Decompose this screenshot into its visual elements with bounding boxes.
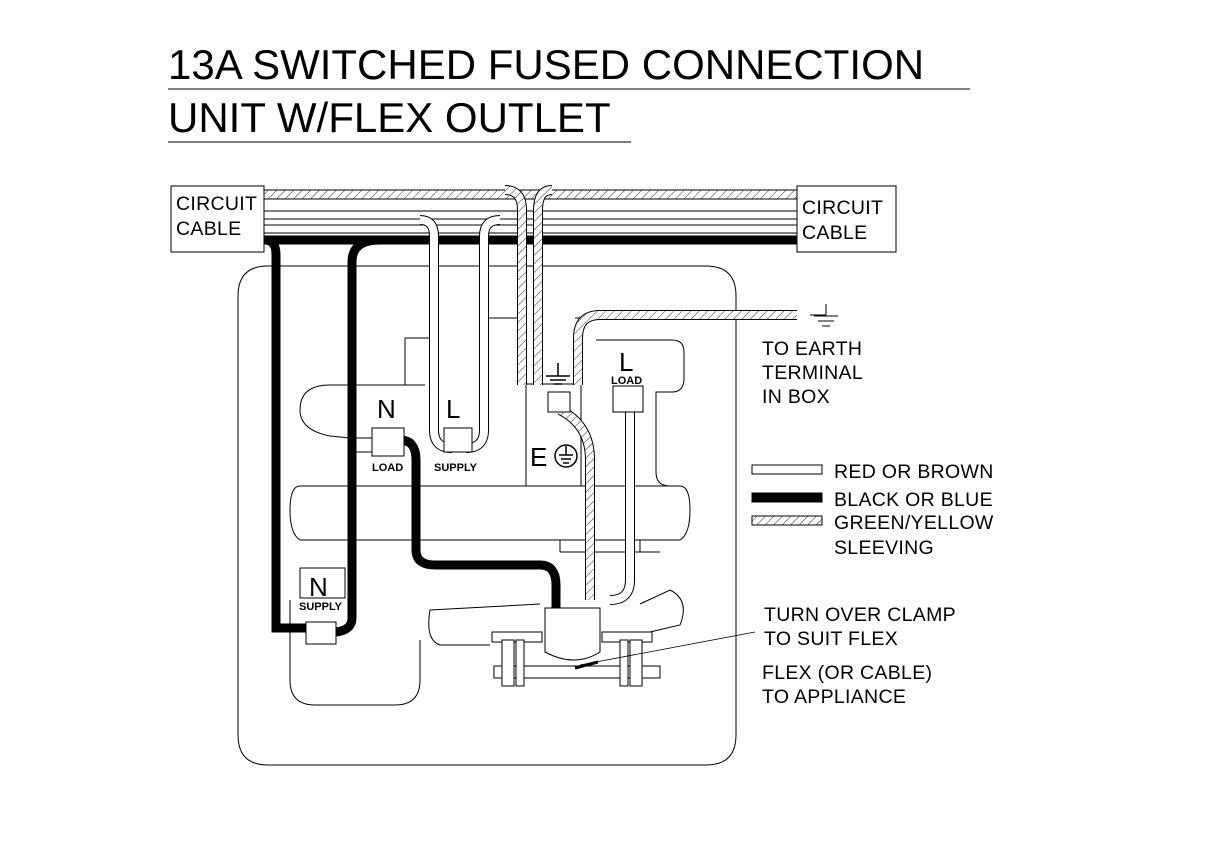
flex-line-1: FLEX (OR CABLE) (762, 662, 932, 684)
terminal-l-load: L LOAD (611, 347, 644, 413)
terminal-l-load-letter: L (619, 347, 633, 377)
terminal-l-supply-sub: SUPPLY (434, 462, 478, 474)
circuit-cable-left: CIRCUIT CABLE (170, 185, 265, 253)
back-box (237, 265, 737, 766)
neutral-wires (264, 235, 561, 637)
legend-black-or-blue-label: BLACK OR BLUE (834, 489, 993, 511)
circuit-cable-right-line-1: CIRCUIT (802, 197, 883, 219)
legend-green-yellow-label-2: SLEEVING (834, 537, 934, 559)
circuit-cable-right: CIRCUIT CABLE (796, 185, 897, 253)
terminal-earth: E (530, 363, 578, 472)
live-wires (419, 215, 635, 605)
legend-green-yellow-label-1: GREEN/YELLOW (834, 512, 994, 534)
earth-symbol-icon (546, 363, 570, 385)
flex-label: FLEX (OR CABLE) TO APPLIANCE (762, 662, 932, 708)
terminal-n-supply: N SUPPLY (299, 572, 343, 645)
clamp-line-2: TO SUIT FLEX (764, 628, 898, 650)
diagram-title: 13A SWITCHED FUSED CONNECTION UNIT W/FLE… (168, 41, 970, 143)
terminal-n-supply-sub: SUPPLY (299, 601, 343, 613)
circuit-cable-conductors (263, 189, 798, 245)
flex-clamp (491, 607, 661, 687)
circuit-cable-left-line-2: CABLE (176, 218, 241, 240)
flex-line-2: TO APPLIANCE (762, 686, 906, 708)
legend-green-yellow: GREEN/YELLOW SLEEVING (751, 512, 994, 559)
circuit-cable-right-line-2: CABLE (802, 222, 867, 244)
title-line-1: 13A SWITCHED FUSED CONNECTION (168, 41, 924, 88)
to-earth-label: TO EARTH TERMINAL IN BOX (762, 338, 863, 408)
legend-red-or-brown-label: RED OR BROWN (834, 461, 994, 483)
earth-ground-icon (810, 304, 838, 327)
terminal-earth-letter: E (530, 442, 547, 472)
to-earth-line-3: IN BOX (762, 386, 830, 408)
title-line-2: UNIT W/FLEX OUTLET (168, 94, 611, 141)
terminal-n-load: N LOAD (371, 394, 405, 474)
terminal-n-load-sub: LOAD (372, 462, 403, 474)
earth-sleeving (504, 185, 797, 600)
legend: RED OR BROWN BLACK OR BLUE GREEN/YELLOW … (751, 461, 994, 559)
protective-earth-icon (554, 444, 578, 468)
terminal-l-supply: L SUPPLY (434, 394, 478, 474)
terminal-n-load-letter: N (377, 394, 396, 424)
to-earth-line-1: TO EARTH (762, 338, 862, 360)
clamp-label: TURN OVER CLAMP TO SUIT FLEX (579, 604, 956, 666)
terminal-l-supply-letter: L (446, 394, 460, 424)
unit-body-outlines (289, 317, 691, 706)
circuit-cable-left-line-1: CIRCUIT (176, 193, 257, 215)
clamp-line-1: TURN OVER CLAMP (764, 604, 956, 626)
legend-red-or-brown: RED OR BROWN (751, 461, 994, 483)
legend-black-or-blue: BLACK OR BLUE (751, 489, 993, 511)
terminal-l-load-sub: LOAD (611, 375, 642, 387)
terminal-n-supply-letter: N (309, 572, 328, 602)
to-earth-line-2: TERMINAL (762, 362, 863, 384)
